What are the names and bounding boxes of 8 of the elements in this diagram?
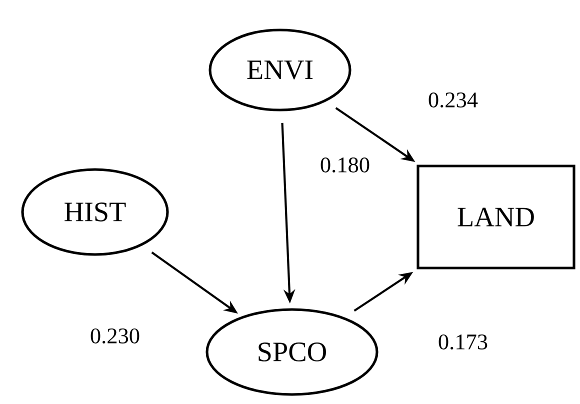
edge-label: 0.173 [438, 334, 488, 350]
ellipse-node: SPCO [206, 308, 378, 396]
edge-label: 0.234 [428, 92, 478, 108]
edge-label: 0.180 [320, 157, 370, 173]
ellipse-node: HIST [21, 168, 169, 256]
ellipse-node: ENVI [208, 28, 352, 112]
edge-label: 0.230 [90, 328, 140, 344]
rectangle-node: LAND [416, 164, 576, 270]
